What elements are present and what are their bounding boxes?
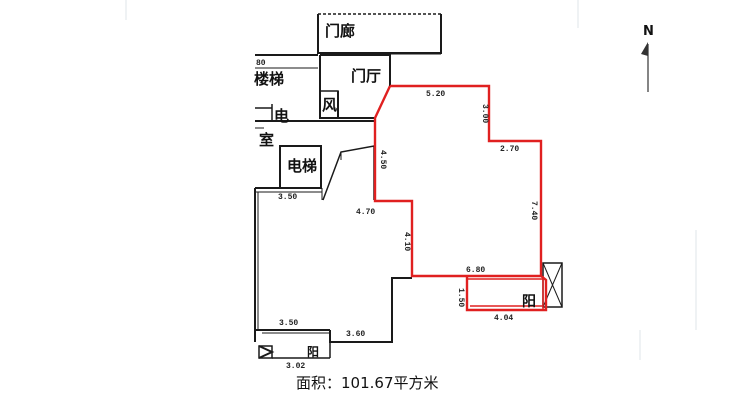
room-label-balcony-left: 阳 bbox=[307, 344, 319, 359]
room-label-room: 室 bbox=[259, 131, 274, 149]
north-arrow: N bbox=[641, 24, 654, 92]
dim-3-00: 3.00 bbox=[480, 104, 489, 123]
dim-2-70: 2.70 bbox=[500, 145, 519, 154]
dim-80: 80 bbox=[256, 59, 266, 68]
dim-5-20: 5.20 bbox=[426, 90, 445, 99]
dim-3-02: 3.02 bbox=[286, 362, 305, 371]
dim-3-50-top: 3.50 bbox=[278, 193, 297, 202]
unit-outline-detail bbox=[467, 276, 544, 310]
room-label-hall: 门厅 bbox=[351, 67, 381, 85]
north-label: N bbox=[643, 24, 654, 39]
dim-4-04: 4.04 bbox=[494, 314, 513, 323]
dim-4-50: 4.50 bbox=[378, 150, 387, 169]
dim-6-80: 6.80 bbox=[466, 266, 485, 275]
dim-7-40: 7.40 bbox=[529, 201, 538, 220]
room-label-balcony-right: 阳 bbox=[522, 294, 536, 310]
scan-edge-artifacts bbox=[125, 0, 697, 360]
dim-4-70: 4.70 bbox=[356, 208, 375, 217]
dim-4-10: 4.10 bbox=[402, 232, 411, 251]
area-caption: 面积：101.67平方米 bbox=[296, 374, 439, 392]
dim-3-50-bottom: 3.50 bbox=[279, 319, 298, 328]
wall-lines bbox=[254, 13, 563, 359]
room-label-elevator: 电梯 bbox=[287, 157, 317, 175]
room-label-porch: 门廊 bbox=[325, 22, 355, 40]
dim-3-60: 3.60 bbox=[346, 330, 365, 339]
room-label-wind-lobby: 风 bbox=[322, 96, 337, 114]
room-label-stairs: 楼梯 bbox=[254, 70, 284, 88]
unit-outline bbox=[373, 84, 548, 312]
room-label-electric: 电 bbox=[274, 107, 289, 125]
north-arrow-head-icon bbox=[641, 42, 648, 56]
dim-1-50: 1.50 bbox=[456, 288, 465, 307]
